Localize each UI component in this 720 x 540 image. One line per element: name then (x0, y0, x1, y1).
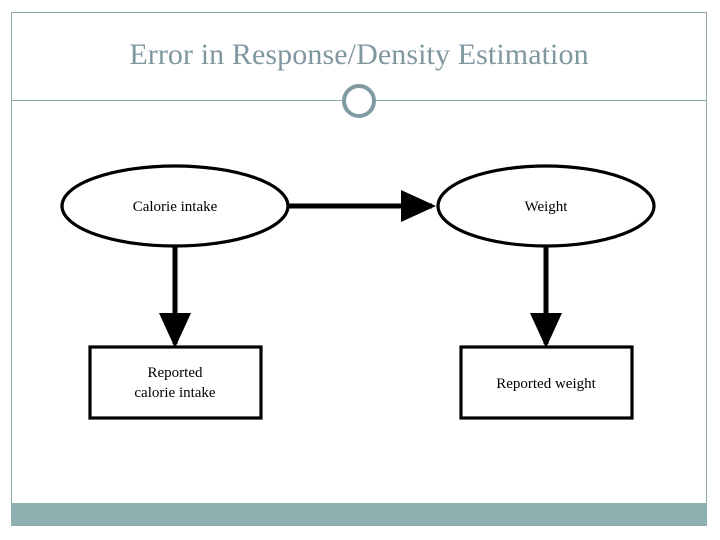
reported-calorie-intake-label-line1: Reported (148, 365, 203, 381)
page-title: Error in Response/Density Estimation (129, 38, 589, 71)
reported-weight-box (459, 345, 634, 420)
weight-label: Weight (525, 199, 569, 215)
weight-ellipse (436, 164, 656, 248)
node-reported-weight[interactable]: Reported weight (459, 345, 634, 420)
calorie-intake-ellipse (60, 164, 290, 248)
bottom-accent-bar (11, 503, 707, 526)
calorie-intake-label: Calorie intake (133, 199, 218, 215)
reported-weight-label: Reported weight (496, 376, 596, 392)
node-weight[interactable]: Weight (436, 164, 656, 248)
reported-calorie-intake-box (88, 345, 263, 420)
node-calorie-intake[interactable]: Calorie intake (60, 164, 290, 248)
node-reported-calorie-intake[interactable]: Reported calorie intake (88, 345, 263, 420)
ring-ornament-icon (342, 84, 376, 118)
reported-calorie-intake-label-line2: calorie intake (134, 385, 216, 401)
